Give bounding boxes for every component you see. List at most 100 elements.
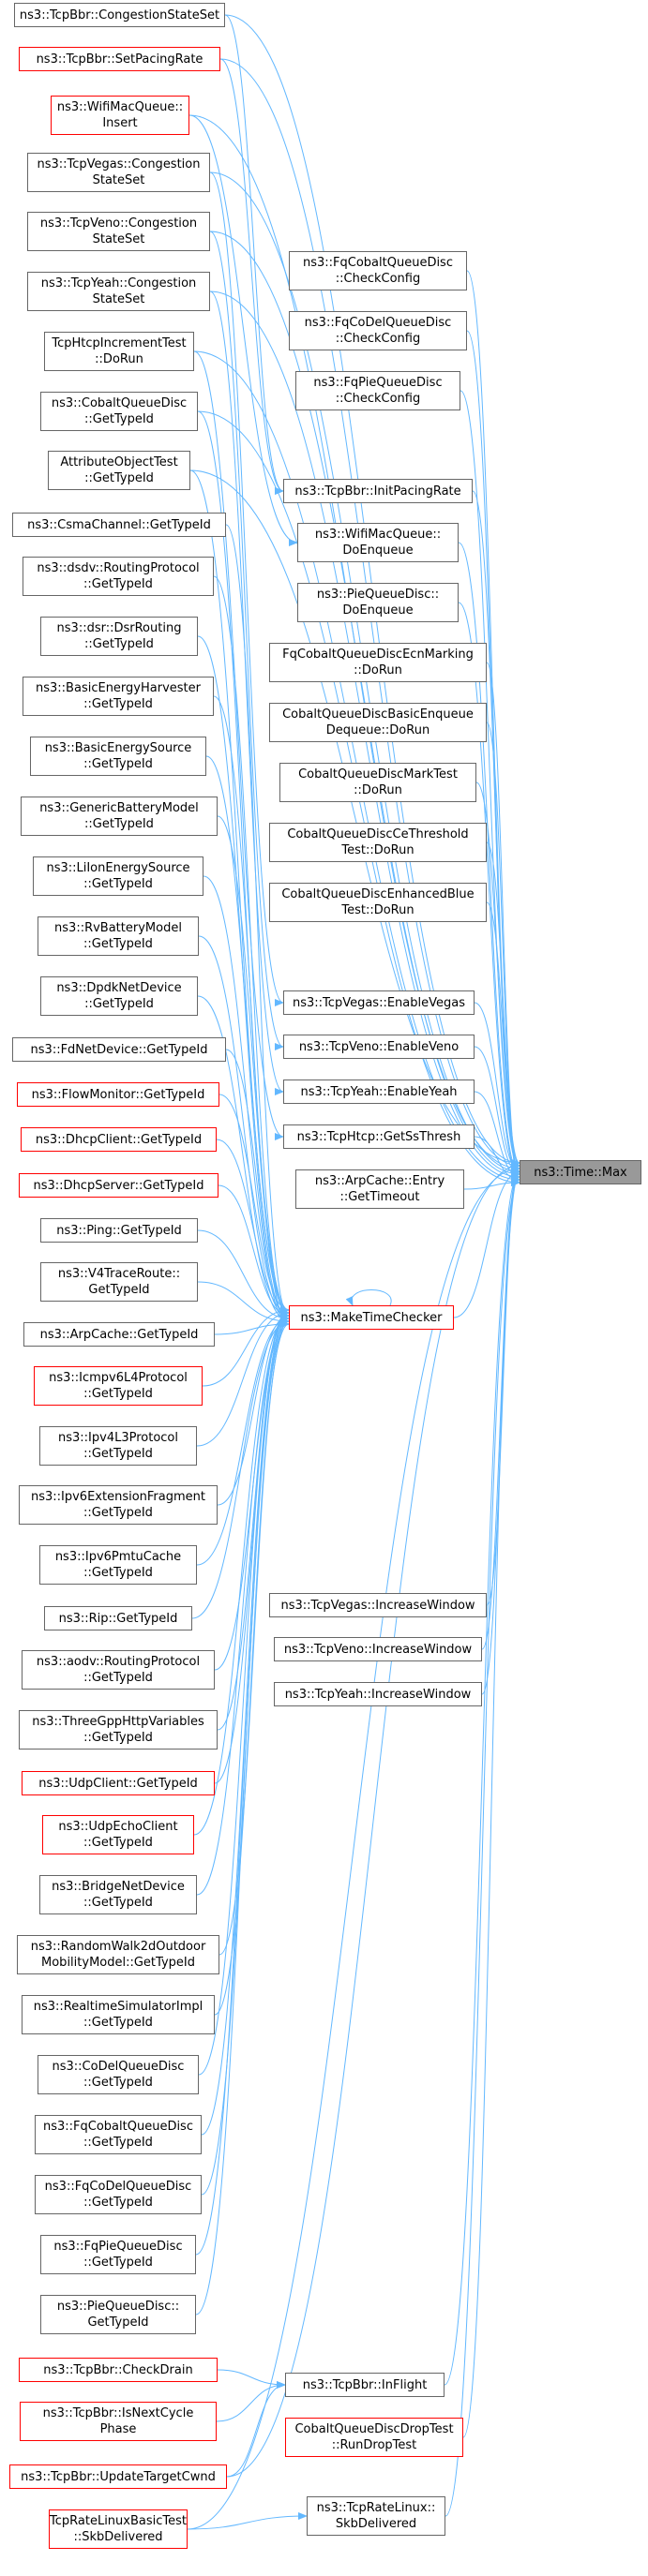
edge-b2-to-target [460,390,520,1172]
graph-node-a1[interactable]: ns3::TcpBbr::SetPacingRate [19,47,220,71]
graph-node-hub[interactable]: ns3::MakeTimeChecker [289,1305,454,1330]
graph-node-a0[interactable]: ns3::TcpBbr::CongestionStateSet [14,3,225,27]
graph-node-a39[interactable]: ns3::FqCoDelQueueDisc ::GetTypeId [35,2175,202,2214]
graph-node-a11[interactable]: ns3::dsr::DsrRouting ::GetTypeId [40,617,198,656]
graph-node-label: ns3::WifiMacQueue:: DoEnqueue [314,528,442,558]
graph-node-b9[interactable]: CobaltQueueDiscCeThreshold Test::DoRun [269,823,487,862]
edge-a29-to-hub [191,1318,290,1619]
graph-node-label: ns3::WifiMacQueue:: Insert [56,100,184,130]
edge-b7-to-target [486,722,520,1186]
graph-node-label: ns3::FdNetDevice::GetTypeId [30,1042,208,1057]
graph-node-b17[interactable]: ns3::TcpVeno::IncreaseWindow [274,1637,482,1661]
graph-node-a29[interactable]: ns3::Rip::GetTypeId [44,1606,192,1630]
graph-node-a45[interactable]: TcpRateLinuxBasicTest ::SkbDelivered [49,2509,188,2549]
graph-node-a41[interactable]: ns3::PieQueueDisc:: GetTypeId [40,2295,196,2334]
graph-node-a31[interactable]: ns3::ThreeGppHttpVariables ::GetTypeId [19,1710,218,1750]
graph-node-b15[interactable]: ns3::ArpCache::Entry ::GetTimeout [295,1169,464,1209]
graph-node-b11[interactable]: ns3::TcpVegas::EnableVegas [283,990,475,1015]
graph-node-a4[interactable]: ns3::TcpVeno::Congestion StateSet [27,212,210,251]
graph-node-label: AttributeObjectTest ::GetTypeId [60,455,178,485]
graph-node-label: ns3::TcpBbr::IsNextCycle Phase [42,2406,194,2436]
graph-node-b14[interactable]: ns3::TcpHtcp::GetSsThresh [283,1124,475,1149]
graph-node-a18[interactable]: ns3::FdNetDevice::GetTypeId [12,1037,226,1062]
graph-node-a28[interactable]: ns3::Ipv6PmtuCache ::GetTypeId [39,1545,197,1585]
graph-node-a20[interactable]: ns3::DhcpClient::GetTypeId [21,1127,217,1152]
graph-node-target[interactable]: ns3::Time::Max [520,1160,641,1184]
graph-node-label: ns3::FqPieQueueDisc ::CheckConfig [313,376,443,406]
graph-node-a38[interactable]: ns3::FqCobaltQueueDisc ::GetTypeId [35,2115,202,2154]
graph-node-a27[interactable]: ns3::Ipv6ExtensionFragment ::GetTypeId [19,1485,218,1525]
edge-a36-to-hub [214,1320,290,2016]
graph-node-a3[interactable]: ns3::TcpVegas::Congestion StateSet [27,153,210,192]
graph-node-a26[interactable]: ns3::Ipv4L3Protocol ::GetTypeId [39,1426,197,1466]
graph-node-a24[interactable]: ns3::ArpCache::GetTypeId [23,1322,215,1347]
graph-node-a30[interactable]: ns3::aodv::RoutingProtocol ::GetTypeId [22,1650,215,1690]
graph-node-b3[interactable]: ns3::TcpBbr::InitPacingRate [283,479,473,503]
graph-node-a22[interactable]: ns3::Ping::GetTypeId [40,1218,198,1243]
graph-node-a7[interactable]: ns3::CobaltQueueDisc ::GetTypeId [40,392,198,431]
graph-node-label: ns3::RandomWalk2dOutdoor MobilityModel::… [30,1940,206,1970]
graph-node-label: ns3::Time::Max [534,1165,627,1180]
graph-node-label: ns3::TcpBbr::SetPacingRate [36,52,203,67]
graph-node-b4[interactable]: ns3::WifiMacQueue:: DoEnqueue [297,523,459,562]
graph-node-b19[interactable]: ns3::TcpBbr::InFlight [285,2373,445,2397]
graph-node-b0[interactable]: ns3::FqCobaltQueueDisc ::CheckConfig [289,251,467,290]
graph-node-label: ns3::TcpBbr::InitPacingRate [294,484,461,499]
edge-b15-to-target [463,1179,520,1190]
graph-node-a32[interactable]: ns3::UdpClient::GetTypeId [22,1771,215,1795]
graph-node-a37[interactable]: ns3::CoDelQueueDisc ::GetTypeId [38,2055,199,2094]
graph-node-a36[interactable]: ns3::RealtimeSimulatorImpl ::GetTypeId [22,1995,215,2034]
graph-node-b20[interactable]: CobaltQueueDiscDropTest ::RunDropTest [285,2418,463,2457]
graph-node-label: ns3::aodv::RoutingProtocol ::GetTypeId [36,1655,201,1685]
graph-node-a23[interactable]: ns3::V4TraceRoute:: GetTypeId [40,1262,198,1302]
graph-node-a8[interactable]: AttributeObjectTest ::GetTypeId [48,451,190,490]
graph-node-b16[interactable]: ns3::TcpVegas::IncreaseWindow [269,1593,487,1617]
graph-node-label: ns3::TcpVegas::EnableVegas [293,995,465,1010]
graph-node-label: ns3::Rip::GetTypeId [58,1611,178,1626]
graph-node-a12[interactable]: ns3::BasicEnergyHarvester ::GetTypeId [23,677,214,716]
graph-node-a13[interactable]: ns3::BasicEnergySource ::GetTypeId [30,737,206,776]
graph-node-label: ns3::TcpYeah::IncreaseWindow [284,1687,472,1702]
graph-node-a40[interactable]: ns3::FqPieQueueDisc ::GetTypeId [40,2235,196,2274]
graph-node-a19[interactable]: ns3::FlowMonitor::GetTypeId [17,1082,219,1107]
graph-node-a17[interactable]: ns3::DpdkNetDevice ::GetTypeId [40,976,198,1016]
graph-node-label: CobaltQueueDiscCeThreshold Test::DoRun [287,827,469,857]
graph-node-b18[interactable]: ns3::TcpYeah::IncreaseWindow [274,1682,482,1706]
edge-a5-to-b13 [209,290,284,1095]
edge-a33-to-hub [193,1312,290,1836]
edge-b12-to-target [474,1046,520,1178]
edge-a7-to-hub [197,410,290,1314]
graph-node-a25[interactable]: ns3::Icmpv6L4Protocol ::GetTypeId [34,1366,203,1406]
graph-node-a9[interactable]: ns3::CsmaChannel::GetTypeId [12,513,226,537]
graph-node-label: ns3::ArpCache::Entry ::GetTimeout [314,1174,445,1204]
graph-node-label: ns3::TcpYeah::Congestion StateSet [40,276,197,306]
graph-node-label: ns3::CobaltQueueDisc ::GetTypeId [51,396,188,426]
graph-node-a34[interactable]: ns3::BridgeNetDevice ::GetTypeId [39,1875,197,1914]
graph-node-a35[interactable]: ns3::RandomWalk2dOutdoor MobilityModel::… [17,1935,219,1974]
graph-node-b10[interactable]: CobaltQueueDiscEnhancedBlue Test::DoRun [269,883,487,922]
graph-node-b7[interactable]: CobaltQueueDiscBasicEnqueue Dequeue::DoR… [269,703,487,742]
graph-node-a43[interactable]: ns3::TcpBbr::IsNextCycle Phase [20,2402,217,2441]
graph-node-b2[interactable]: ns3::FqPieQueueDisc ::CheckConfig [295,371,460,410]
graph-node-b6[interactable]: FqCobaltQueueDiscEcnMarking ::DoRun [269,643,487,682]
graph-node-a16[interactable]: ns3::RvBatteryModel ::GetTypeId [38,916,199,956]
graph-node-a10[interactable]: ns3::dsdv::RoutingProtocol ::GetTypeId [23,557,214,596]
graph-node-label: ns3::Ipv4L3Protocol ::GetTypeId [58,1431,178,1461]
graph-node-a6[interactable]: TcpHtcpIncrementTest ::DoRun [44,332,194,371]
graph-node-a21[interactable]: ns3::DhcpServer::GetTypeId [19,1173,219,1198]
graph-node-b13[interactable]: ns3::TcpYeah::EnableYeah [283,1080,475,1104]
edge-a13-to-hub [205,755,290,1314]
graph-node-a42[interactable]: ns3::TcpBbr::CheckDrain [19,2358,218,2382]
graph-node-b21[interactable]: ns3::TcpRateLinux:: SkbDelivered [307,2496,445,2536]
graph-node-a33[interactable]: ns3::UdpEchoClient ::GetTypeId [42,1815,194,1854]
graph-node-b12[interactable]: ns3::TcpVeno::EnableVeno [283,1035,475,1059]
graph-node-a14[interactable]: ns3::GenericBatteryModel ::GetTypeId [21,797,218,836]
graph-node-b5[interactable]: ns3::PieQueueDisc:: DoEnqueue [297,583,459,622]
graph-node-a2[interactable]: ns3::WifiMacQueue:: Insert [51,96,189,135]
graph-node-a15[interactable]: ns3::LiIonEnergySource ::GetTypeId [33,856,203,896]
graph-node-label: ns3::ThreeGppHttpVariables ::GetTypeId [32,1715,204,1745]
graph-node-a5[interactable]: ns3::TcpYeah::Congestion StateSet [27,272,210,311]
graph-node-b1[interactable]: ns3::FqCoDelQueueDisc ::CheckConfig [289,311,467,350]
graph-node-b8[interactable]: CobaltQueueDiscMarkTest ::DoRun [279,763,476,802]
graph-node-a44[interactable]: ns3::TcpBbr::UpdateTargetCwnd [9,2464,227,2489]
